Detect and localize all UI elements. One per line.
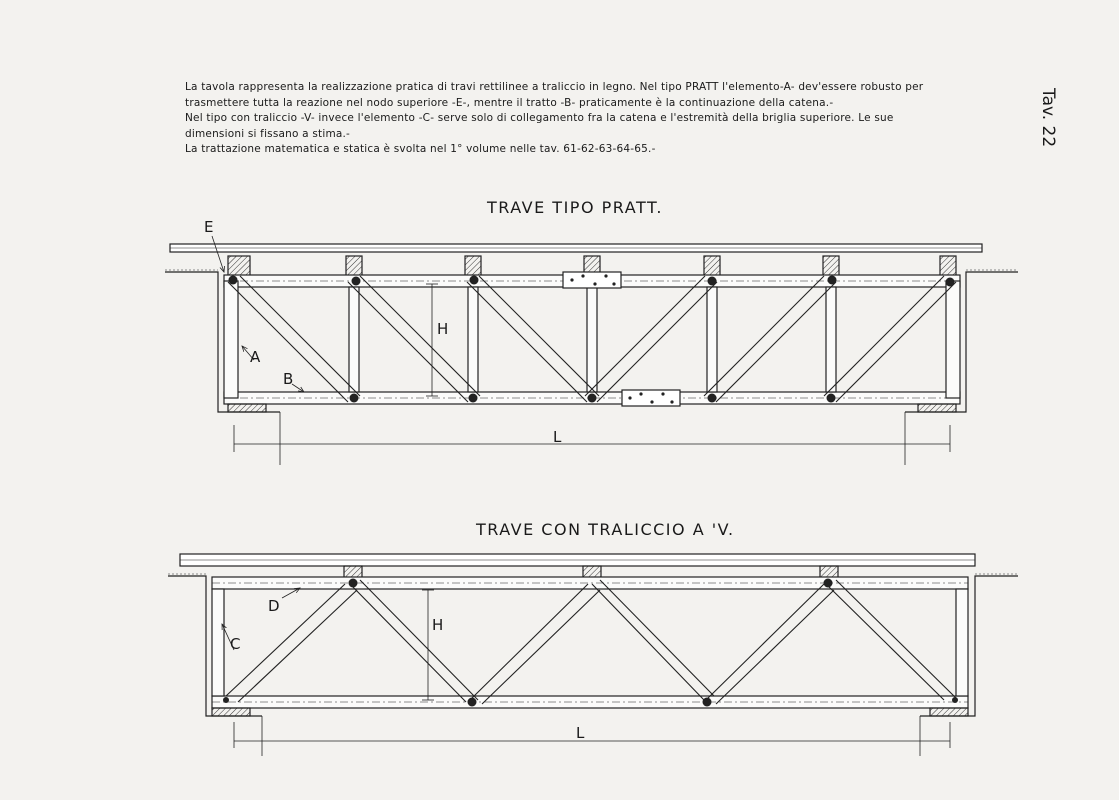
pratt-label-h: H [437, 320, 448, 338]
vtruss-title: TRAVE CON TRALICCIO A 'V. [476, 520, 735, 539]
vtruss-label-c: C [230, 635, 240, 653]
pratt-title: TRAVE TIPO PRATT. [487, 198, 663, 217]
vtruss-purlins [343, 565, 839, 579]
description-line-1: La tavola rappresenta la realizzazione p… [185, 81, 924, 93]
vtruss-label-h: H [432, 616, 443, 634]
pratt-end-post-left [223, 280, 239, 399]
pratt-label-e: E [204, 218, 213, 236]
vtruss-end-post-right [955, 588, 969, 697]
description-line-3: Nel tipo con traliccio -V- invece l'elem… [185, 112, 894, 124]
pratt-end-post-right [945, 280, 961, 399]
vtruss-bolts [223, 578, 958, 707]
description-line-4: dimensioni si fissano a stima.- [185, 127, 351, 140]
description-line-2: trasmettere tutta la reazione nel nodo s… [185, 96, 834, 109]
pratt-leader-b [291, 383, 304, 392]
pratt-splice-plates [562, 271, 681, 407]
vtruss-bottom-chord [211, 695, 969, 709]
pratt-truss [165, 235, 1018, 465]
pratt-dimension-l [233, 425, 951, 452]
pratt-label-l: L [553, 428, 562, 446]
vtruss-leader-d [281, 588, 300, 599]
pratt-label-a: A [250, 348, 261, 366]
vtruss-supports [168, 573, 1018, 756]
description-text: La tavola rappresenta la realizzazione p… [185, 80, 985, 158]
vtruss-label-l: L [576, 724, 585, 742]
pratt-label-b: B [283, 370, 293, 388]
vtruss [168, 553, 1018, 756]
vtruss-diagonals [225, 579, 957, 705]
description-line-5: La trattazione matematica e statica è sv… [185, 143, 656, 155]
pratt-purlins [227, 255, 957, 277]
vtruss-leader-c [222, 624, 235, 651]
vtruss-deck [179, 553, 976, 567]
pratt-supports [165, 269, 1018, 465]
pratt-verticals [348, 286, 837, 393]
pratt-dimension-h [426, 283, 438, 397]
vtruss-top-chord [211, 576, 969, 590]
pratt-leader-a [242, 346, 255, 361]
pratt-deck [169, 243, 983, 253]
pratt-diagonals [227, 275, 957, 403]
vtruss-dimension-h [422, 589, 434, 701]
pratt-bolts [228, 275, 955, 403]
vtruss-dimension-l [233, 722, 951, 748]
pratt-leader-e [211, 235, 224, 272]
vtruss-end-post-left [211, 588, 225, 697]
vtruss-label-d: D [268, 597, 280, 615]
